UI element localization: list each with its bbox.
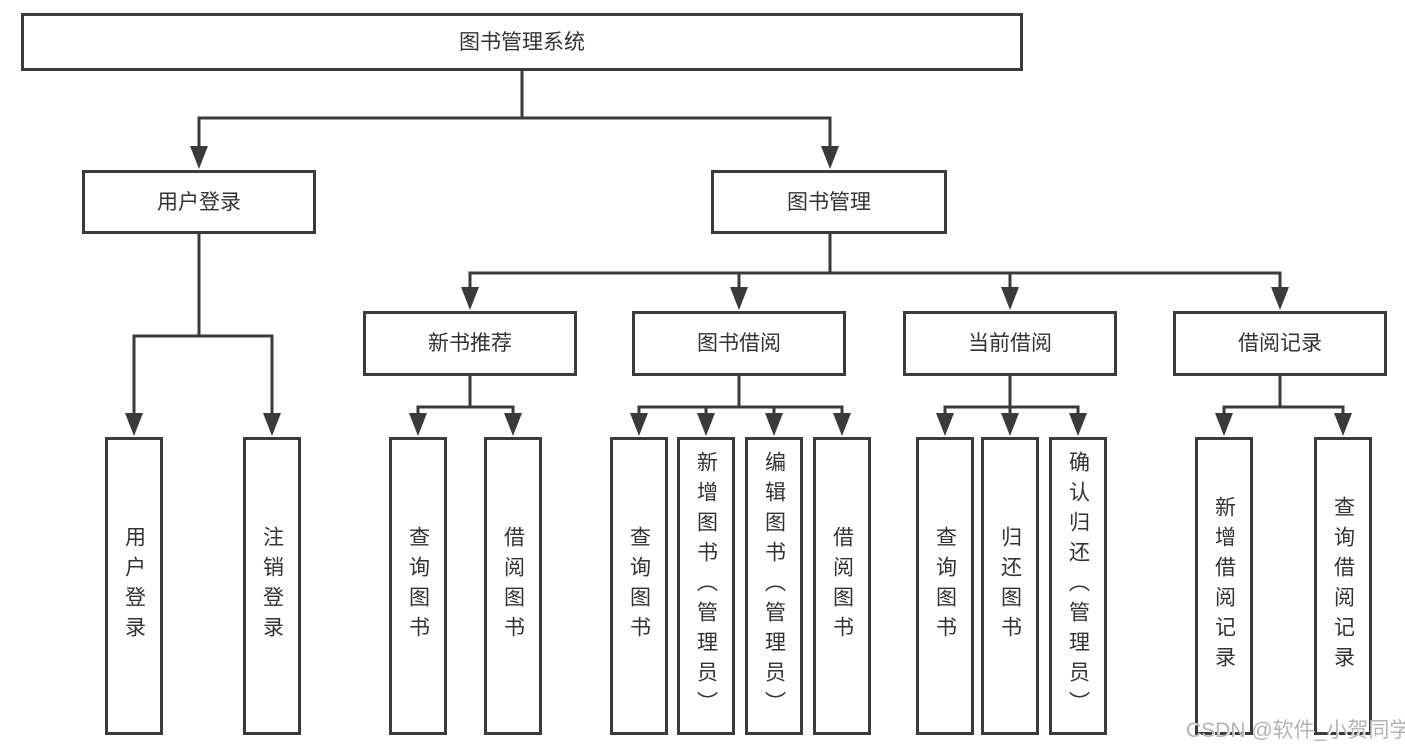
node-leaf-query-books-current: 查询图书	[916, 437, 974, 735]
arrow-head	[1271, 287, 1289, 310]
csdn-watermark: CSDN @软件_小贺同学	[1186, 719, 1405, 742]
node-leaf-borrow-books-borrow-label: 借阅图书	[830, 526, 854, 646]
node-leaf-query-books-recommend-label: 查询图书	[406, 526, 430, 646]
node-book-management: 图书管理	[711, 170, 947, 234]
node-current-borrowing-label: 当前借阅	[968, 332, 1052, 355]
arrow-head	[190, 146, 208, 169]
node-user-login-group-label: 用户登录	[157, 190, 241, 214]
node-leaf-return-books-label: 归还图书	[998, 526, 1022, 646]
node-leaf-edit-book-admin-label: 编辑图书（管理员）	[762, 451, 786, 721]
arrow-head	[1001, 413, 1019, 436]
node-new-book-recommendation: 新书推荐	[363, 311, 577, 376]
node-leaf-confirm-return-admin-label: 确认归还（管理员）	[1066, 451, 1090, 721]
node-leaf-query-books-borrow: 查询图书	[610, 437, 668, 735]
arrow-head	[697, 413, 715, 436]
node-borrowing-records: 借阅记录	[1173, 311, 1387, 376]
node-leaf-edit-book-admin: 编辑图书（管理员）	[745, 437, 803, 735]
node-leaf-query-books-borrow-label: 查询图书	[627, 526, 651, 646]
arrow-head	[1001, 287, 1019, 310]
node-leaf-add-borrow-record-label: 新增借阅记录	[1212, 496, 1236, 676]
arrow-head	[730, 287, 748, 310]
arrow-head	[263, 413, 281, 436]
node-leaf-borrow-books-recommend: 借阅图书	[484, 437, 542, 735]
arrow-head	[821, 146, 839, 169]
node-root-system: 图书管理系统	[21, 13, 1023, 71]
node-current-borrowing: 当前借阅	[903, 311, 1117, 376]
node-root-system-label: 图书管理系统	[459, 30, 585, 54]
node-user-login-group: 用户登录	[82, 170, 316, 234]
node-leaf-query-books-current-label: 查询图书	[933, 526, 957, 646]
node-leaf-borrow-books-recommend-label: 借阅图书	[501, 526, 525, 646]
arrow-head	[504, 413, 522, 436]
node-borrowing-records-label: 借阅记录	[1238, 332, 1322, 355]
arrow-head	[1334, 413, 1352, 436]
node-book-management-label: 图书管理	[787, 190, 871, 214]
arrow-head	[409, 413, 427, 436]
node-leaf-user-login-label: 用户登录	[122, 526, 146, 646]
node-leaf-return-books: 归还图书	[981, 437, 1039, 735]
node-new-book-recommendation-label: 新书推荐	[428, 332, 512, 355]
arrow-head	[1069, 413, 1087, 436]
arrow-head	[125, 413, 143, 436]
arrow-head	[630, 413, 648, 436]
node-leaf-borrow-books-borrow: 借阅图书	[813, 437, 871, 735]
arrow-head	[833, 413, 851, 436]
node-book-borrowing: 图书借阅	[632, 311, 846, 376]
node-leaf-query-books-recommend: 查询图书	[389, 437, 447, 735]
arrow-head	[936, 413, 954, 436]
node-leaf-confirm-return-admin: 确认归还（管理员）	[1049, 437, 1107, 735]
node-leaf-user-login: 用户登录	[105, 437, 163, 735]
node-leaf-query-borrow-record: 查询借阅记录	[1314, 437, 1372, 735]
arrow-head	[461, 287, 479, 310]
node-book-borrowing-label: 图书借阅	[697, 332, 781, 355]
arrow-head	[765, 413, 783, 436]
node-leaf-logout: 注销登录	[243, 437, 301, 735]
node-leaf-add-book-admin: 新增图书（管理员）	[677, 437, 735, 735]
node-leaf-add-book-admin-label: 新增图书（管理员）	[694, 451, 718, 721]
node-leaf-query-borrow-record-label: 查询借阅记录	[1331, 496, 1355, 676]
node-leaf-add-borrow-record: 新增借阅记录	[1195, 437, 1253, 735]
arrow-head	[1215, 413, 1233, 436]
node-leaf-logout-label: 注销登录	[260, 526, 284, 646]
